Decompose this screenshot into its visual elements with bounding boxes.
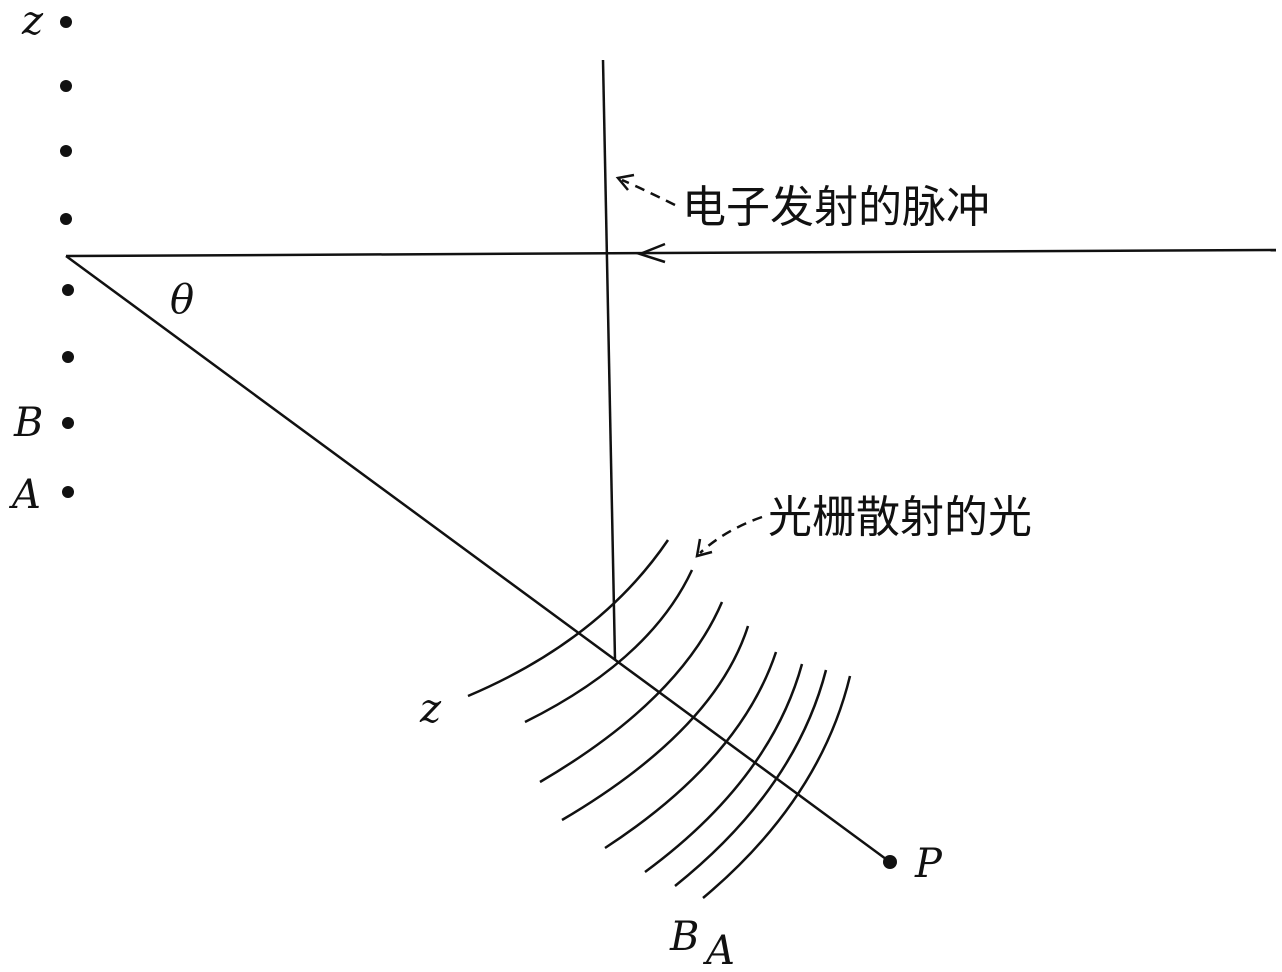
source-dot bbox=[62, 351, 74, 363]
source-dot bbox=[60, 145, 72, 157]
diagonal-observation-line bbox=[65, 254, 891, 864]
grating-source-dots bbox=[60, 16, 74, 498]
label-electron-pulse: 电子发射的脉冲 bbox=[682, 182, 990, 233]
horizontal-electron-line bbox=[65, 248, 1277, 258]
wavefront-z bbox=[467, 539, 670, 698]
label-z-arc: z bbox=[419, 686, 442, 732]
wavefront bbox=[604, 651, 778, 850]
label-P: P bbox=[914, 841, 943, 887]
arrow-icon bbox=[636, 242, 666, 264]
wavefront bbox=[561, 625, 750, 822]
label-A-source: A bbox=[8, 472, 41, 518]
source-dot bbox=[62, 486, 74, 498]
wavefront bbox=[539, 601, 724, 784]
label-theta: θ bbox=[170, 277, 194, 323]
wavefront-A bbox=[702, 675, 852, 899]
wavefront-B bbox=[674, 669, 828, 887]
dashed-pointer-electron bbox=[615, 173, 676, 207]
label-B-source: B bbox=[13, 400, 43, 446]
label-A-arc: A bbox=[702, 928, 735, 972]
source-dot bbox=[60, 213, 72, 225]
label-z-source: z bbox=[21, 0, 44, 44]
wavefront bbox=[644, 663, 804, 874]
source-dot bbox=[60, 80, 72, 92]
wavefront bbox=[524, 569, 694, 724]
source-dot bbox=[60, 16, 72, 28]
source-dot bbox=[62, 284, 74, 296]
source-dot bbox=[62, 417, 74, 429]
label-B-arc: B bbox=[669, 914, 699, 960]
dashed-pointer-light bbox=[695, 515, 763, 558]
label-grating-light: 光栅散射的光 bbox=[768, 492, 1032, 543]
vertical-pulse-line bbox=[601, 59, 617, 661]
scattered-wavefronts bbox=[467, 539, 852, 899]
point-P-dot bbox=[883, 855, 897, 869]
